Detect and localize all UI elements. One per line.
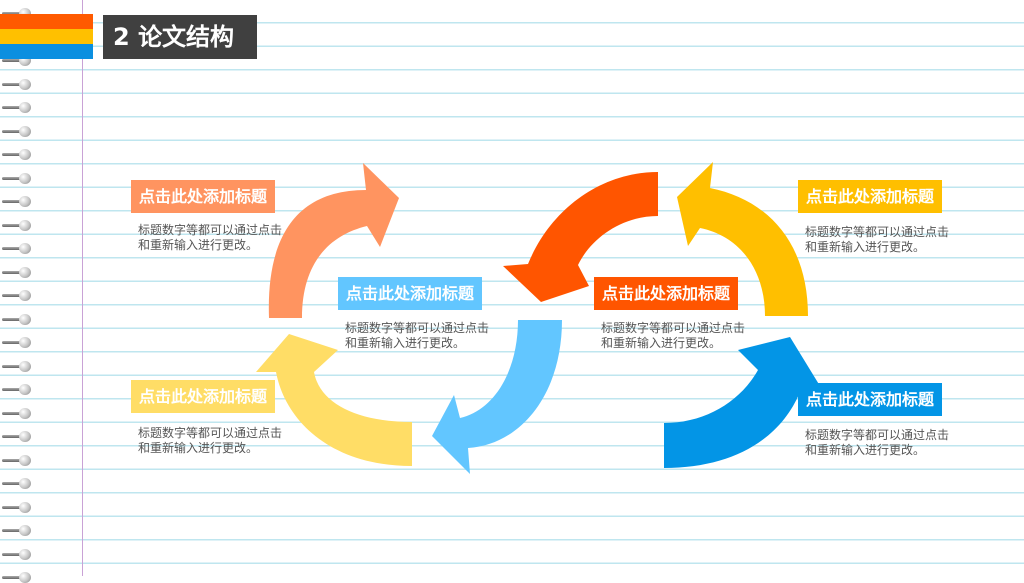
arrow-light-yellow — [256, 334, 412, 466]
spiral-bead — [19, 149, 31, 160]
spiral-wire — [2, 59, 24, 62]
spiral-ring — [2, 243, 32, 254]
description-bottom-right: 标题数字等都可以通过点击和重新输入进行更改。 — [805, 428, 950, 457]
spiral-wire — [2, 247, 24, 250]
spiral-bead — [19, 501, 31, 513]
arrow-blue — [664, 337, 820, 468]
spiral-bead — [19, 125, 31, 137]
spiral-bead — [19, 360, 31, 372]
spiral-bead — [19, 337, 31, 348]
spiral-bead — [19, 78, 31, 90]
spiral-ring — [2, 102, 32, 113]
spiral-ring — [2, 8, 32, 19]
spiral-wire — [2, 176, 24, 180]
spiral-bead — [19, 8, 31, 19]
stripe-orange — [0, 14, 93, 29]
heading-top-right: 点击此处添加标题 — [798, 180, 943, 213]
spiral-wire — [2, 223, 24, 227]
spiral-wire — [2, 482, 24, 485]
spiral-wire — [2, 435, 24, 438]
stripe-yellow — [0, 29, 93, 44]
spiral-wire — [2, 82, 24, 86]
spiral-bead — [19, 313, 31, 325]
spiral-ring — [2, 266, 32, 278]
arrow-salmon — [268, 163, 399, 318]
heading-bottom-right: 点击此处添加标题 — [798, 383, 943, 416]
spiral-wire — [2, 129, 24, 133]
page-title: 2 论文结构 — [103, 15, 257, 59]
spiral-bead — [19, 548, 31, 560]
stripe-blue — [0, 44, 93, 59]
description-top-left: 标题数字等都可以通过点击和重新输入进行更改。 — [138, 223, 283, 252]
arrow-golden — [677, 162, 808, 316]
description-center-right: 标题数字等都可以通过点击和重新输入进行更改。 — [601, 321, 746, 350]
spiral-bead — [19, 266, 31, 278]
arrow-light-blue — [432, 320, 562, 474]
spiral-wire — [2, 411, 24, 415]
spiral-ring — [2, 384, 32, 395]
spiral-ring — [2, 313, 32, 325]
spiral-wire — [2, 388, 24, 391]
description-top-right: 标题数字等都可以通过点击和重新输入进行更改。 — [805, 225, 950, 254]
spiral-ring — [2, 219, 32, 231]
spiral-ring — [2, 55, 32, 66]
spiral-bead — [19, 407, 31, 419]
spiral-ring — [2, 337, 32, 348]
spiral-bead — [19, 384, 31, 395]
spiral-wire — [2, 505, 24, 509]
notebook-margin-line — [82, 0, 83, 576]
spiral-ring — [2, 478, 32, 489]
spiral-bead — [19, 102, 31, 113]
spiral-ring — [2, 149, 32, 160]
spiral-wire — [2, 529, 24, 532]
spiral-wire — [2, 341, 24, 344]
title-color-stripes — [0, 14, 93, 59]
spiral-ring — [2, 290, 32, 301]
title-number: 2 — [113, 23, 130, 51]
description-center-left: 标题数字等都可以通过点击和重新输入进行更改。 — [345, 321, 490, 350]
spiral-ring — [2, 431, 32, 442]
spiral-bead — [19, 196, 31, 207]
description-bottom-left: 标题数字等都可以通过点击和重新输入进行更改。 — [138, 426, 283, 455]
heading-top-left: 点击此处添加标题 — [131, 180, 276, 213]
spiral-ring — [2, 407, 32, 419]
spiral-ring — [2, 360, 32, 372]
heading-center-left: 点击此处添加标题 — [338, 277, 483, 310]
spiral-wire — [2, 270, 24, 274]
spiral-wire — [2, 200, 24, 203]
heading-bottom-left: 点击此处添加标题 — [131, 380, 276, 413]
spiral-wire — [2, 317, 24, 321]
spiral-bead — [19, 55, 31, 66]
spiral-wire — [2, 153, 24, 156]
spiral-wire — [2, 106, 24, 109]
spiral-bead — [19, 219, 31, 231]
spiral-ring — [2, 78, 32, 90]
heading-center-right: 点击此处添加标题 — [594, 277, 739, 310]
spiral-bead — [19, 431, 31, 442]
spiral-ring — [2, 454, 32, 466]
spiral-ring — [2, 125, 32, 137]
spiral-wire — [2, 552, 24, 556]
spiral-ring — [2, 172, 32, 184]
spiral-wire — [2, 294, 24, 297]
title-text: 论文结构 — [138, 23, 235, 51]
spiral-wire — [2, 458, 24, 462]
spiral-ring — [2, 196, 32, 207]
spiral-bead — [19, 243, 31, 254]
spiral-bead — [19, 525, 31, 536]
spiral-bead — [19, 172, 31, 184]
spiral-ring — [2, 501, 32, 513]
arrow-red-orange — [503, 172, 658, 302]
spiral-bead — [19, 290, 31, 301]
spiral-wire — [2, 364, 24, 368]
spiral-wire — [2, 12, 24, 15]
spiral-bead — [19, 454, 31, 466]
spiral-bead — [19, 478, 31, 489]
spiral-ring — [2, 548, 32, 560]
spiral-ring — [2, 525, 32, 536]
